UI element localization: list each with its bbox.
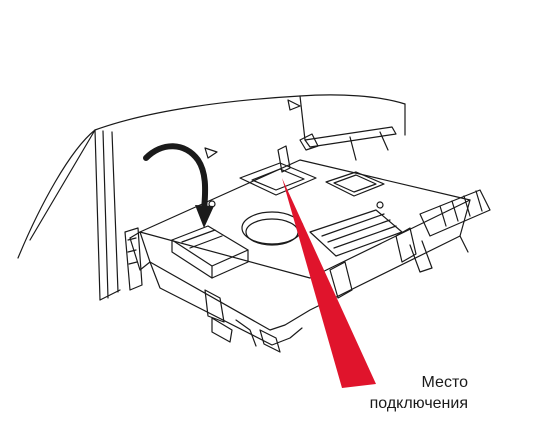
square-opening bbox=[325, 171, 385, 197]
connection-callout: Место подключения bbox=[318, 372, 468, 414]
connector-block bbox=[171, 225, 249, 279]
red-wedge-pointer bbox=[282, 178, 376, 388]
screw-hole bbox=[376, 201, 384, 209]
housing-outline bbox=[17, 94, 406, 301]
right-bracket bbox=[409, 189, 491, 273]
connection-socket bbox=[239, 145, 317, 196]
terminal-strip bbox=[309, 209, 403, 257]
tray-front-clips bbox=[204, 227, 417, 353]
side-rail bbox=[304, 126, 397, 161]
callout-line-2: подключения bbox=[369, 395, 468, 412]
curved-arrow-icon bbox=[143, 143, 214, 228]
callout-line-1: Место bbox=[421, 374, 468, 391]
control-board-tray bbox=[129, 159, 471, 346]
housing-clips bbox=[204, 99, 319, 159]
left-mount bbox=[124, 227, 143, 291]
